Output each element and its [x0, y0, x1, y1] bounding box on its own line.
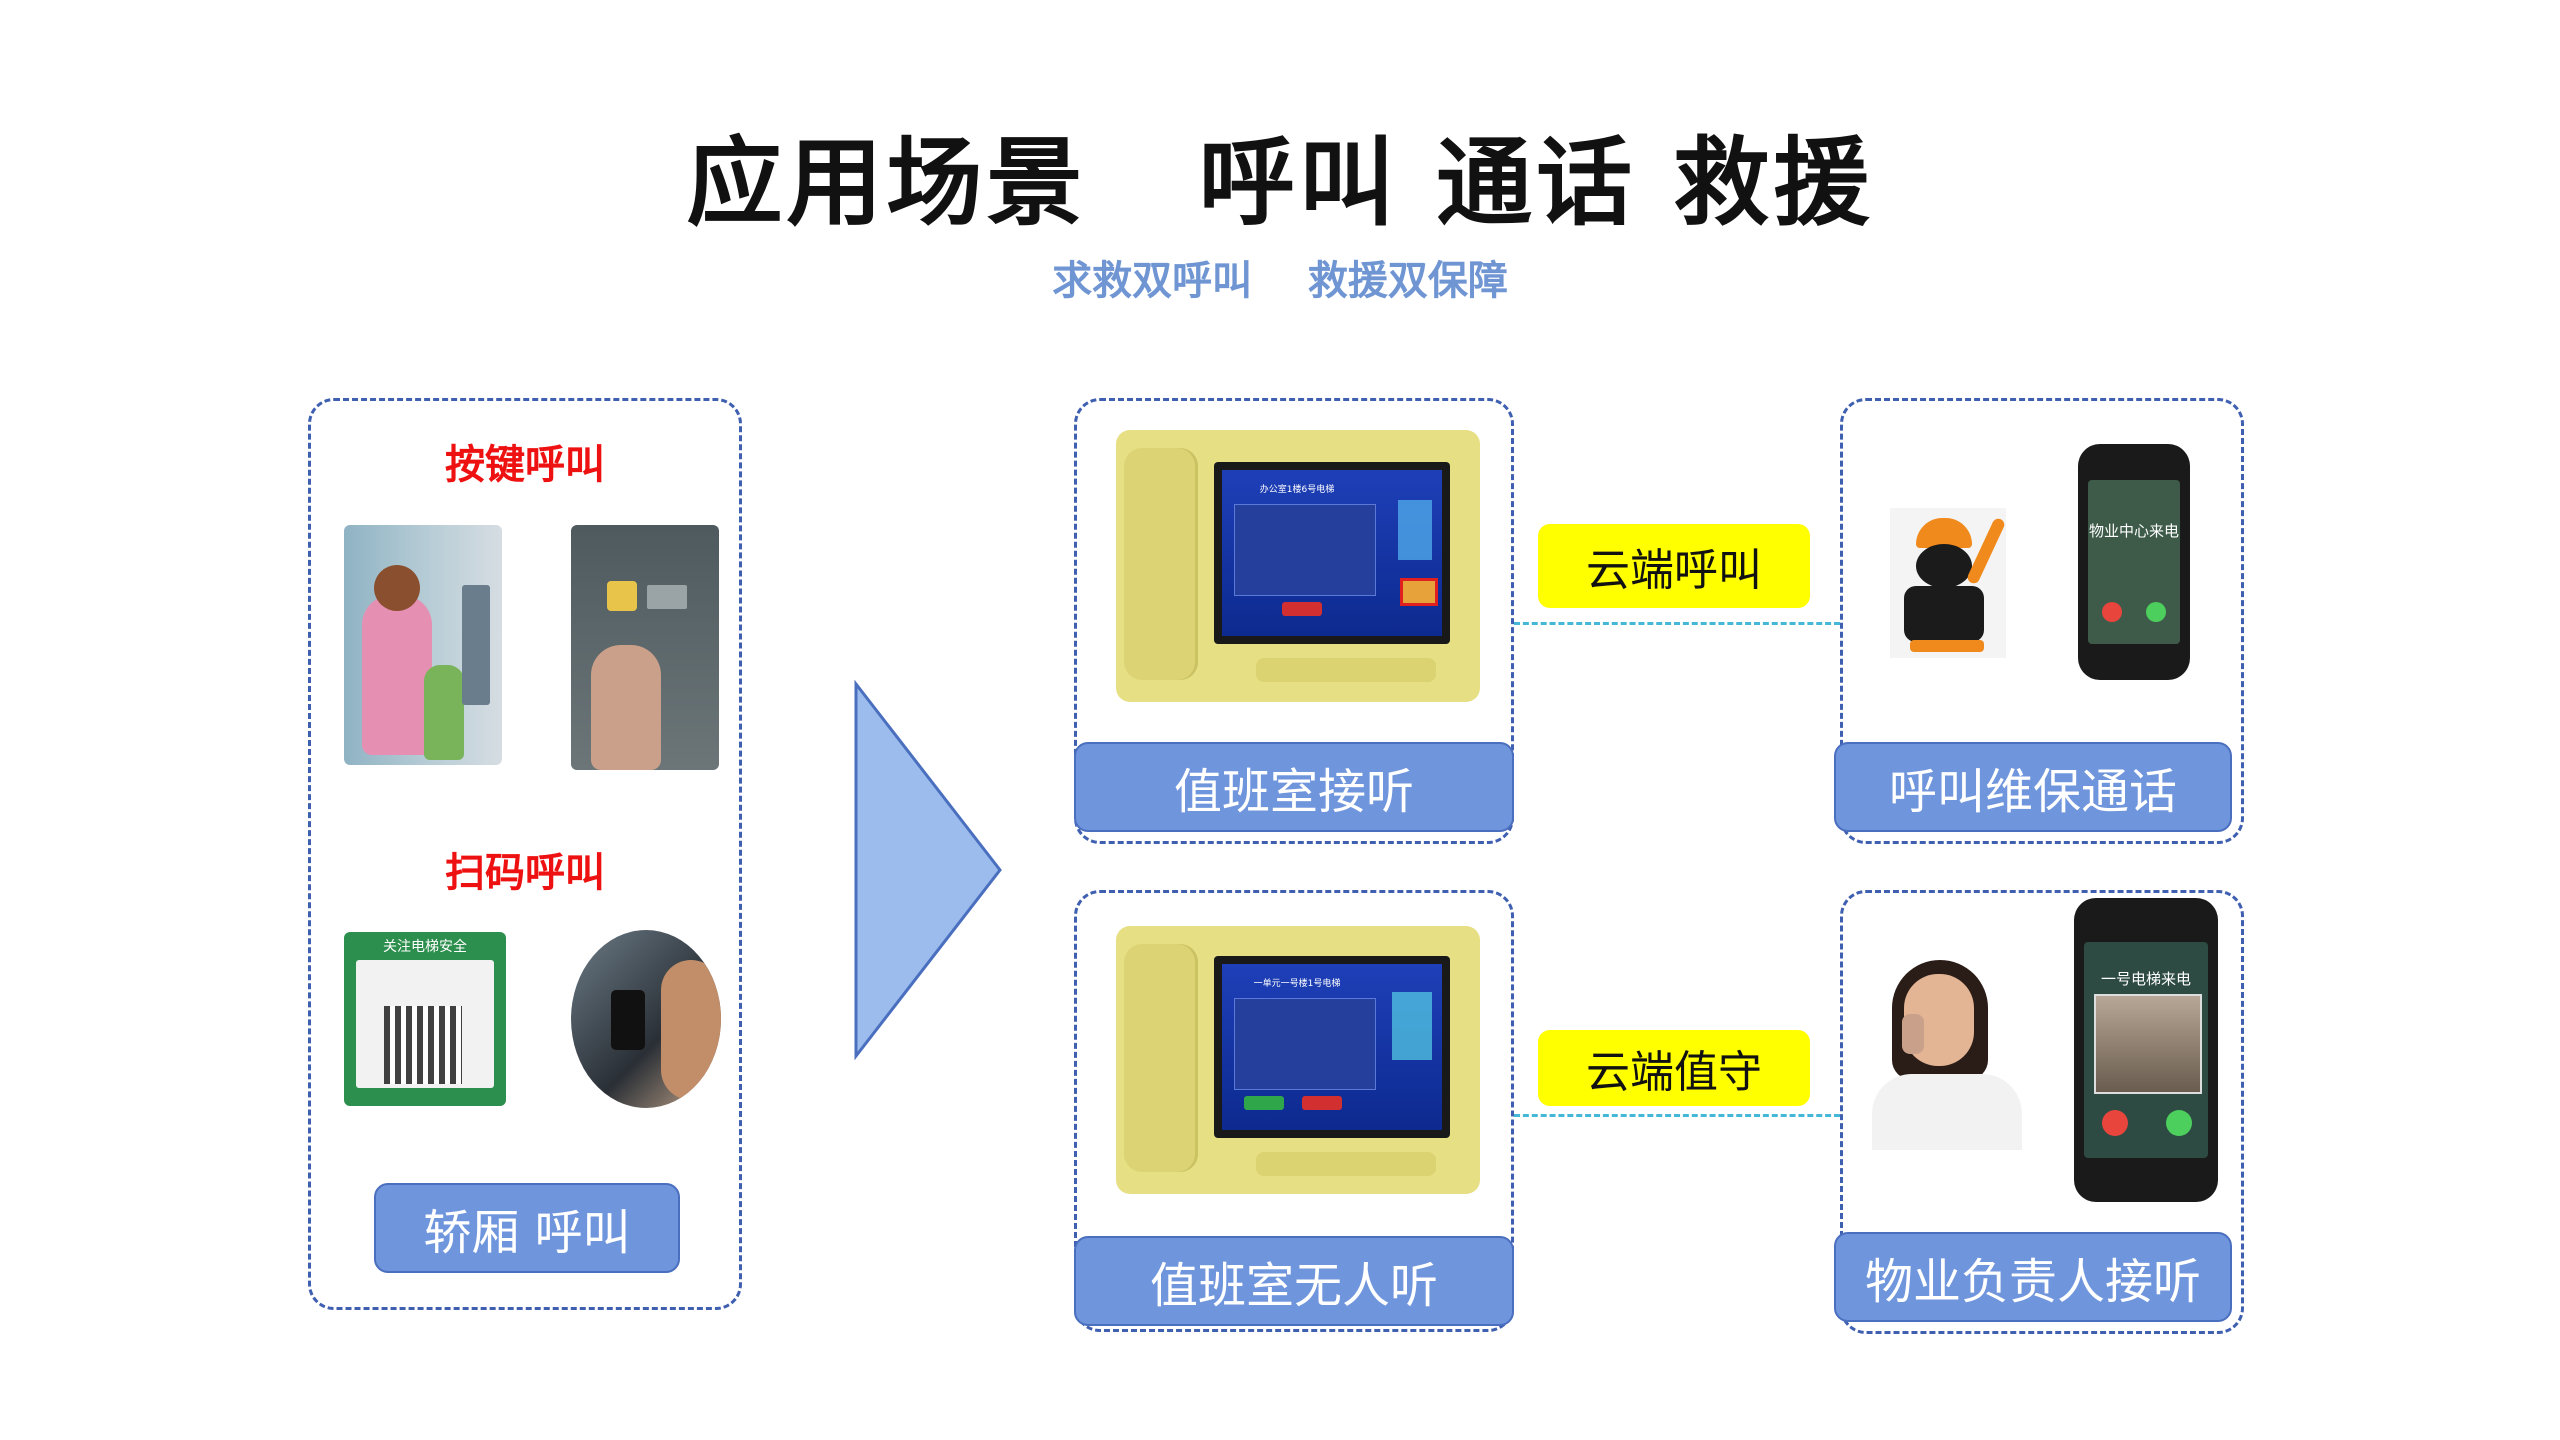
- call-maintenance-button[interactable]: 呼叫维保通话: [1834, 742, 2232, 832]
- terminal-screen-title-top: 办公室1楼6号电梯: [1259, 485, 1335, 495]
- accept-call-icon: [2166, 1110, 2192, 1136]
- duty-room-panel-top: [1074, 398, 1514, 844]
- accept-call-icon: [2146, 602, 2166, 622]
- decline-call-icon: [2102, 1110, 2128, 1136]
- decline-call-icon: [2102, 602, 2122, 622]
- phone-caller-bottom: 一号电梯来电: [2100, 970, 2191, 988]
- maintenance-panel: [1840, 398, 2244, 844]
- page-subtitle: 求救双呼叫 救援双保障: [1052, 257, 1508, 304]
- terminal-screen-title-bottom: 一单元一号楼1号电梯: [1253, 979, 1341, 989]
- intercom-terminal-top: 办公室1楼6号电梯: [1116, 430, 1480, 702]
- phone-incoming-bottom: 一号电梯来电: [2074, 898, 2218, 1202]
- woman-on-phone-photo: [1852, 954, 2050, 1150]
- phone-incoming-top: 物业中心来电: [2078, 444, 2190, 680]
- duty-room-unattended-button[interactable]: 值班室无人听: [1074, 1236, 1514, 1326]
- scan-call-label: 扫码呼叫: [445, 850, 605, 896]
- scan-phone-photo: [571, 930, 721, 1108]
- car-call-panel: [308, 398, 742, 1310]
- connector-line-bottom: [1514, 1114, 1840, 1117]
- cloud-watch-tag: 云端值守: [1538, 1030, 1810, 1106]
- property-manager-answer-button[interactable]: 物业负责人接听: [1834, 1232, 2232, 1322]
- elevator-call-photo: [344, 525, 502, 765]
- key-call-label: 按键呼叫: [445, 442, 605, 488]
- page-title: 应用场景 呼叫 通话 救援: [686, 126, 1874, 239]
- intercom-terminal-bottom: 一单元一号楼1号电梯: [1116, 926, 1480, 1194]
- emergency-button-photo: [571, 525, 719, 770]
- qr-code-icon: [384, 1006, 462, 1084]
- cloud-call-tag: 云端呼叫: [1538, 524, 1810, 608]
- qr-code-sign: 关注电梯安全: [344, 932, 506, 1106]
- qr-sign-title: 关注电梯安全: [383, 939, 467, 955]
- car-call-button[interactable]: 轿厢 呼叫: [374, 1183, 680, 1273]
- repairman-icon: [1890, 508, 2007, 658]
- elevator-video-feed: [2094, 994, 2202, 1094]
- duty-room-panel-bottom: [1074, 890, 1514, 1332]
- duty-room-answer-button[interactable]: 值班室接听: [1074, 742, 1514, 832]
- flow-arrow-icon: [854, 680, 1002, 1060]
- property-manager-panel: [1840, 890, 2244, 1334]
- phone-caller-top: 物业中心来电: [2088, 522, 2179, 540]
- connector-line-top: [1514, 622, 1840, 625]
